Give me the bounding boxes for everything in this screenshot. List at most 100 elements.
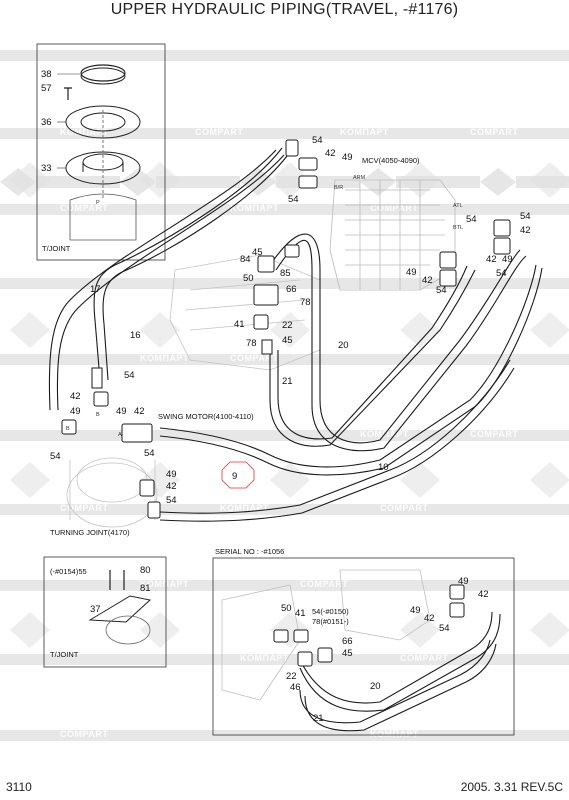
- svg-text:B: B: [96, 412, 100, 418]
- svg-text:49: 49: [342, 152, 353, 163]
- svg-text:78: 78: [300, 297, 311, 308]
- svg-text:16: 16: [130, 330, 141, 341]
- svg-text:54: 54: [466, 214, 477, 225]
- svg-text:81: 81: [140, 583, 151, 594]
- svg-text:42: 42: [134, 406, 145, 417]
- main-callouts: 54 42 49 54 45 84 85 50 66 78 41 22 78 4…: [50, 135, 531, 506]
- svg-text:42: 42: [422, 275, 433, 286]
- svg-text:49: 49: [166, 469, 177, 480]
- svg-text:10: 10: [378, 462, 389, 473]
- svg-text:KOMПАРТ: KOMПАРТ: [240, 653, 289, 663]
- svg-text:85: 85: [280, 268, 291, 279]
- svg-text:COMPART: COMPART: [230, 353, 278, 363]
- svg-text:17: 17: [90, 284, 101, 295]
- svg-text:66: 66: [286, 284, 297, 295]
- svg-text:KOMПАРТ: KOMПАРТ: [140, 579, 189, 589]
- svg-text:A: A: [118, 432, 122, 438]
- svg-text:46: 46: [290, 682, 301, 693]
- svg-text:B/R: B/R: [334, 185, 343, 191]
- inset-serial: SERIAL NO : -#1056 50 41 54(-#: [212, 547, 515, 736]
- svg-text:SERIAL NO : -#1056: SERIAL NO : -#1056: [215, 547, 284, 556]
- svg-text:54(-#0150): 54(-#0150): [312, 607, 349, 616]
- svg-text:42: 42: [424, 613, 435, 624]
- svg-text:KOMПАРТ: KOMПАРТ: [340, 127, 389, 137]
- svg-text:20: 20: [370, 681, 381, 692]
- svg-text:TURNING JOINT(4170): TURNING JOINT(4170): [50, 528, 130, 537]
- svg-text:41: 41: [234, 319, 245, 330]
- svg-text:78: 78: [246, 338, 257, 349]
- watermark-bands: [0, 50, 569, 741]
- svg-text:49: 49: [410, 605, 421, 616]
- svg-text:54: 54: [50, 451, 61, 462]
- svg-text:COMPART: COMPART: [470, 127, 518, 137]
- callout-octagon-9: [221, 461, 255, 489]
- svg-text:45: 45: [252, 247, 263, 258]
- svg-text:54: 54: [288, 194, 299, 205]
- watermark-text: KOMПАРТ: [60, 127, 109, 137]
- svg-text:KOMПАРТ: KOMПАРТ: [230, 203, 279, 213]
- svg-text:57: 57: [41, 83, 52, 94]
- svg-text:41: 41: [295, 608, 306, 619]
- page-title: UPPER HYDRAULIC PIPING(TRAVEL, -#1176): [110, 1, 459, 18]
- svg-text:9: 9: [232, 471, 237, 482]
- svg-text:P: P: [96, 200, 100, 206]
- svg-text:COMPART: COMPART: [60, 203, 108, 213]
- svg-text:42: 42: [478, 589, 489, 600]
- tjoint-label-bottom: T/JOINT: [50, 650, 79, 659]
- svg-text:37: 37: [90, 604, 101, 615]
- svg-text:COMPART: COMPART: [400, 653, 448, 663]
- hose-lines: [48, 147, 543, 522]
- svg-text:20: 20: [338, 340, 349, 351]
- svg-text:50: 50: [243, 273, 254, 284]
- svg-text:66: 66: [342, 636, 353, 647]
- svg-text:(-#0154)55: (-#0154)55: [50, 567, 87, 576]
- svg-text:COMPART: COMPART: [195, 127, 243, 137]
- svg-text:45: 45: [282, 335, 293, 346]
- svg-text:54: 54: [520, 211, 531, 222]
- svg-text:80: 80: [140, 565, 151, 576]
- svg-text:COMPART: COMPART: [370, 203, 418, 213]
- svg-text:54: 54: [124, 370, 135, 381]
- svg-text:ARM: ARM: [353, 175, 366, 181]
- main-text-labels: MCV(4050-4090) SWING MOTOR(4100-4110) TU…: [50, 156, 463, 537]
- svg-text:42: 42: [166, 481, 177, 492]
- svg-text:49: 49: [116, 406, 127, 417]
- svg-text:42: 42: [70, 391, 81, 402]
- svg-text:42: 42: [325, 148, 336, 159]
- svg-text:COMPART: COMPART: [300, 579, 348, 589]
- page-number: 3110: [6, 780, 32, 794]
- inset-tjoint-bottom: (-#0154)55 80 81 37 T/JOINT: [43, 556, 167, 668]
- svg-text:49: 49: [458, 576, 469, 587]
- svg-text:ATL: ATL: [453, 203, 463, 209]
- tjoint-label-top: T/JOINT: [42, 244, 71, 253]
- svg-text:49: 49: [406, 267, 417, 278]
- svg-text:21: 21: [282, 376, 293, 387]
- svg-text:50: 50: [281, 603, 292, 614]
- svg-text:54: 54: [312, 135, 323, 146]
- svg-text:84: 84: [240, 254, 251, 265]
- svg-text:COMPART: COMPART: [60, 503, 108, 513]
- svg-text:KOMПАРТ: KOMПАРТ: [220, 503, 269, 513]
- svg-text:33: 33: [41, 163, 52, 174]
- svg-text:38: 38: [41, 69, 52, 80]
- svg-text:54: 54: [436, 285, 447, 296]
- svg-text:MCV(4050-4090): MCV(4050-4090): [362, 156, 420, 165]
- svg-text:54: 54: [496, 268, 507, 279]
- svg-text:COMPART: COMPART: [380, 503, 428, 513]
- svg-text:SWING MOTOR(4100-4110): SWING MOTOR(4100-4110): [158, 412, 254, 421]
- svg-text:B: B: [66, 426, 70, 432]
- svg-text:49: 49: [70, 406, 81, 417]
- svg-text:COMPART: COMPART: [470, 429, 518, 439]
- svg-text:42: 42: [486, 254, 497, 265]
- svg-text:36: 36: [41, 117, 52, 128]
- svg-text:BTL: BTL: [453, 225, 463, 231]
- svg-text:21: 21: [313, 713, 324, 724]
- fittings: [61, 139, 511, 519]
- svg-text:22: 22: [282, 320, 293, 331]
- svg-text:78(#0151-): 78(#0151-): [312, 617, 349, 626]
- svg-text:54: 54: [439, 623, 450, 634]
- svg-text:54: 54: [144, 448, 155, 459]
- svg-text:54: 54: [166, 495, 177, 506]
